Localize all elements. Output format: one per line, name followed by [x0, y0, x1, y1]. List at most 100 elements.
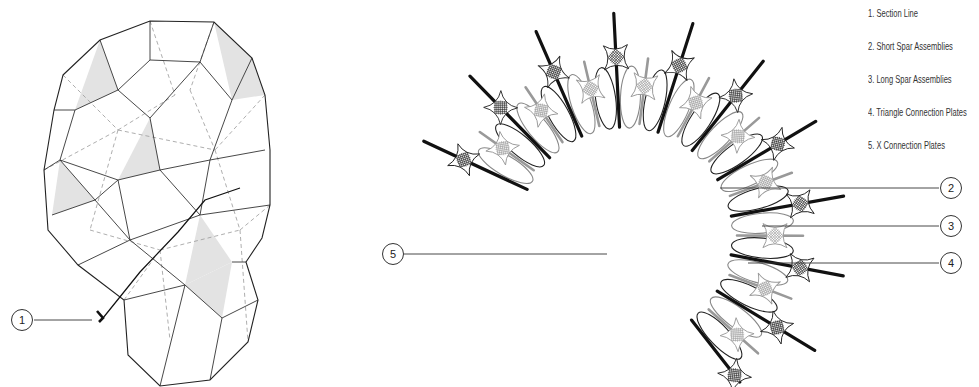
x-connection-plate	[720, 118, 756, 154]
section-line	[103, 188, 240, 318]
plate-mesh	[455, 151, 473, 169]
plate-mesh	[687, 94, 705, 112]
plate-outline	[657, 43, 703, 89]
hidden-edge	[150, 21, 175, 95]
plate-mesh	[670, 56, 689, 75]
plate-outline	[757, 307, 798, 348]
spar	[731, 196, 843, 216]
facet-edge	[222, 300, 258, 318]
plate-outline	[621, 62, 669, 110]
plate-mesh	[606, 47, 626, 67]
plate-mesh	[634, 76, 654, 96]
shaded-facet	[118, 118, 160, 180]
spar	[614, 13, 620, 127]
plate-mesh	[493, 100, 507, 114]
hidden-edge	[160, 250, 170, 340]
plate-outline	[720, 118, 756, 154]
facet-edge	[160, 285, 185, 386]
spar	[731, 255, 843, 276]
leader-line	[404, 254, 607, 255]
plate-mesh	[730, 129, 745, 144]
hidden-edge	[215, 95, 265, 150]
facet-edge	[52, 200, 95, 215]
x-connection-plate	[521, 91, 561, 131]
facet-edge	[60, 118, 160, 180]
key-label: 2. Short Spar Assemblies	[868, 40, 953, 52]
plate-outline	[717, 77, 755, 115]
key-label: 1. Section Line	[868, 7, 918, 19]
plate-mesh	[544, 63, 563, 82]
plate-outline	[483, 129, 522, 168]
x-connection-plate	[743, 266, 788, 311]
plate-mesh	[727, 367, 743, 383]
x-connection-plate	[621, 62, 669, 110]
leader-line	[762, 226, 939, 227]
facet-edge	[118, 62, 200, 118]
x-connection-plate	[675, 82, 717, 124]
callout-circle: 2	[940, 177, 962, 199]
x-connection-plate	[717, 77, 755, 115]
plate-outline	[743, 160, 788, 205]
plate-mesh	[790, 258, 810, 278]
facet-edge	[185, 285, 222, 318]
plate-mesh	[756, 173, 775, 192]
x-connection-plate	[751, 212, 799, 260]
plate-outline	[532, 50, 576, 94]
facet-edge	[124, 240, 185, 300]
plate-outline	[716, 356, 754, 387]
plate-outline	[743, 266, 788, 311]
shaded-facet	[75, 40, 118, 110]
section-mark	[97, 311, 103, 322]
plate-mesh	[768, 319, 785, 336]
x-connection-plate	[567, 66, 614, 113]
plate-mesh	[581, 79, 601, 99]
plate-mesh	[769, 135, 786, 152]
plate-outline	[757, 123, 798, 164]
callout-number: 2	[948, 183, 954, 194]
x-connection-plate	[777, 180, 824, 227]
x-connection-plate	[719, 317, 755, 353]
facet-edge	[160, 160, 210, 215]
leader-line	[720, 188, 939, 189]
hidden-edge	[118, 130, 215, 150]
plate-outline	[777, 180, 824, 227]
leader-line	[748, 263, 939, 264]
facet-edge	[232, 262, 246, 263]
facet-edge	[200, 58, 252, 100]
x-connection-plate	[776, 244, 823, 291]
facet-edge	[100, 21, 150, 90]
spar-ring-section	[424, 13, 844, 387]
facet-edge	[78, 200, 130, 265]
facet-edge	[200, 205, 270, 215]
x-connection-plate	[592, 33, 640, 81]
plate-outline	[442, 138, 486, 182]
plate-outline	[567, 66, 614, 113]
spar	[536, 32, 582, 136]
plate-outline	[521, 91, 561, 131]
hidden-edge	[240, 230, 248, 342]
callout-circle: 4	[940, 252, 962, 274]
hidden-edge	[160, 230, 240, 250]
hidden-edge	[90, 130, 118, 230]
x-connection-plate	[532, 50, 576, 94]
x-connection-plate	[757, 123, 798, 164]
spar	[709, 309, 758, 353]
hidden-edge	[44, 130, 118, 170]
callout-circle: 3	[940, 215, 962, 237]
x-connection-plate	[743, 160, 788, 205]
key-label: 3. Long Spar Assemblies	[868, 73, 952, 85]
x-connection-plate	[483, 129, 522, 168]
hidden-edge	[215, 150, 240, 230]
facet-edge	[160, 100, 232, 170]
shaded-facet	[52, 160, 95, 215]
x-connection-plate	[716, 356, 754, 387]
plate-mesh	[790, 194, 810, 214]
dome-outline	[44, 21, 270, 386]
callout-number: 3	[948, 221, 954, 232]
plate-mesh	[494, 140, 510, 156]
x-connection-plate	[757, 307, 798, 348]
dome-elevation	[44, 21, 270, 386]
callout-number: 1	[19, 315, 25, 326]
